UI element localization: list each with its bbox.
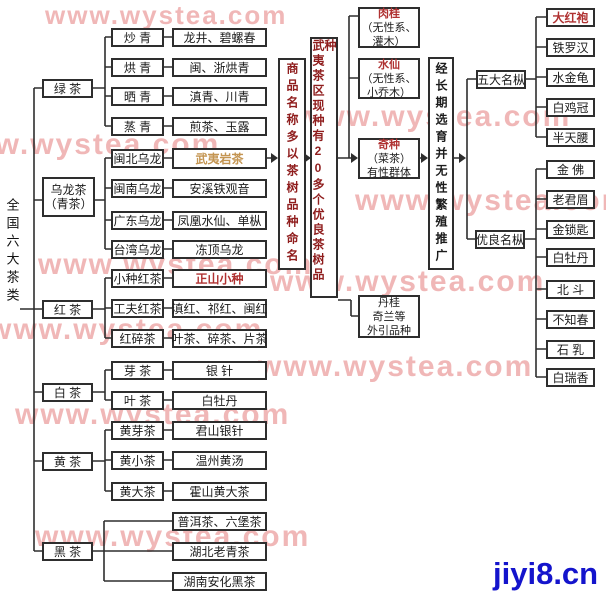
root-label: 全国六大茶类 [2,194,22,310]
example-huoshan-huangdacha: 霍山黄大茶 [172,482,267,501]
subtype-hongqing: 烘 青 [111,58,164,77]
variety-dangui-imports: 丹桂 奇兰等 外引品种 [358,295,420,338]
subtype-taiwan-oolong: 台湾乌龙 [111,240,164,259]
example-zhengshan-xiaozhong: 正山小种 [172,269,267,288]
cultivar-jinfo: 金 佛 [546,160,595,179]
note-wuyi-region-text: 武夷茶区现种有20多个优良茶树品种 [311,39,337,283]
category-yellow-tea: 黄 茶 [42,452,93,471]
category-dark-tea: 黑 茶 [42,542,93,561]
site-badge: jiyi8.cn [493,556,599,591]
subtype-xiaozhong: 小种红茶 [111,269,164,288]
cultivar-buzhichun: 不知春 [546,310,595,329]
variety-dangui-line3: 外引品种 [367,324,411,337]
example-hunan-anhua-heicha: 湖南安化黑茶 [172,572,267,591]
cultivar-baijiguan: 白鸡冠 [546,98,595,117]
watermark-text: www.wystea.com [45,0,288,30]
category-oolong-tea: 乌龙茶 （青茶） [42,177,95,217]
example-leaf-broken-piece: 叶茶、碎茶、片茶 [172,329,268,348]
note-breeding: 经长期选育并无性繁殖推广 [428,57,454,270]
variety-shuixian: 水仙 （无性系、 小乔木） [358,58,420,99]
cultivar-dahongpao: 大红袍 [546,8,595,27]
variety-dangui-line1: 丹桂 [378,296,400,309]
example-jiancha-yulu: 煎茶、玉露 [172,117,267,136]
subtype-minnan-oolong: 闽南乌龙 [111,179,164,198]
category-oolong-line2: （青茶） [44,197,93,211]
cultivar-tieluohan: 铁罗汉 [546,38,595,57]
root-label-text: 全国六大茶类 [4,198,20,306]
subtype-yellow-large: 黄大茶 [111,482,164,501]
example-silver-needle: 银 针 [172,361,267,380]
example-dianhong-qihong-minhong: 滇红、祁红、闽红 [172,299,268,318]
group-fine-cultivars: 优良名枞 [475,230,525,249]
note-product-naming-text: 商品名称多以茶树品种命名 [285,62,299,266]
subtype-bud-tea: 芽 茶 [111,361,164,380]
cultivar-baimudan: 白牡丹 [546,248,595,267]
variety-qizhong-line2: （菜茶） [367,152,411,165]
note-product-naming: 商品名称多以茶树品种命名 [278,58,306,270]
example-anxi-tieguanyin: 安溪铁观音 [172,179,267,198]
variety-rougui-line2: （无性系、 [361,21,417,34]
group-five-famous-cultivars: 五大名枞 [476,70,526,89]
example-min-zhe-hongqing: 闽、浙烘青 [172,58,267,77]
variety-qizhong: 奇种 （菜茶） 有性群体 [358,138,420,179]
variety-shuixian-title: 水仙 [378,58,400,71]
subtype-chaoqing: 炒 青 [111,28,164,47]
cultivar-beidou: 北 斗 [546,280,595,299]
subtype-leaf-tea: 叶 茶 [111,391,164,410]
category-white-tea: 白 茶 [42,383,93,402]
example-wenzhou-huangtang: 温州黄汤 [172,451,267,470]
example-fenghuang-dancong: 凤凰水仙、单枞 [172,211,267,230]
cultivar-bantianyao: 半天腰 [546,128,595,147]
subtype-yellow-small: 黄小茶 [111,451,164,470]
variety-rougui: 肉桂 （无性系、 灌木） [358,7,420,48]
example-hubei-laoqingcha: 湖北老青茶 [172,542,267,561]
cultivar-shiru: 石 乳 [546,340,595,359]
subtype-zhengqing: 蒸 青 [111,117,164,136]
note-breeding-text: 经长期选育并无性繁殖推广 [434,61,448,266]
subtype-yellow-bud: 黄芽茶 [111,421,164,440]
category-green-tea: 绿 茶 [42,79,93,98]
example-junshan-yinzhen: 君山银针 [172,421,267,440]
subtype-broken-red: 红碎茶 [111,329,164,348]
cultivar-laojunmei: 老君眉 [546,190,595,209]
note-wuyi-region: 武夷茶区现种有20多个优良茶树品种 [310,37,338,298]
variety-shuixian-line2: （无性系、 [361,72,417,85]
category-red-tea: 红 茶 [42,300,93,319]
cultivar-shuijingui: 水金龟 [546,68,595,87]
example-dianqing-chuanqing: 滇青、川青 [172,87,267,106]
variety-shuixian-line3: 小乔木） [367,86,411,99]
category-oolong-line1: 乌龙茶 [50,183,87,197]
variety-qizhong-title: 奇种 [378,138,400,151]
subtype-gongfu: 工夫红茶 [111,299,164,318]
example-puer-liubao: 普洱茶、六堡茶 [172,512,267,531]
cultivar-jinsuochi: 金锁匙 [546,220,595,239]
watermark-text: www.wystea.com [258,350,534,383]
example-longjing-biluochun: 龙井、碧螺春 [172,28,267,47]
subtype-shaiqing: 晒 青 [111,87,164,106]
cultivar-bairuixiang: 白瑞香 [546,368,595,387]
example-wuyi-rock-tea: 武夷岩茶 [172,148,267,169]
subtype-minbei-oolong: 闽北乌龙 [111,149,164,168]
example-dongding-oolong: 冻顶乌龙 [172,240,267,259]
variety-dangui-line2: 奇兰等 [372,310,406,323]
variety-qizhong-line3: 有性群体 [367,166,411,179]
variety-rougui-title: 肉桂 [378,7,400,20]
variety-rougui-line3: 灌木） [372,35,406,48]
example-white-peony: 白牡丹 [172,391,267,410]
subtype-guangdong-oolong: 广东乌龙 [111,211,164,230]
